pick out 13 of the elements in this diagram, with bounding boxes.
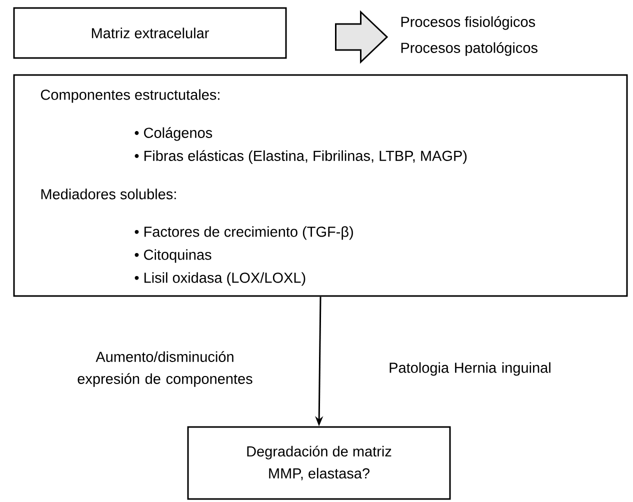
list-heading: Componentes estructutales:: [40, 89, 220, 103]
annotation-text: Aumento/disminución expresión de componentes: [78, 351, 252, 387]
text-box: Degradación de matriz MMP, elastasa?: [187, 426, 451, 500]
list-item: • Colágenos: [134, 127, 212, 141]
block-arrow: [335, 10, 388, 64]
list-item: • Citoquinas: [134, 249, 212, 263]
annotation-text: Patologia Hernia inguinal: [390, 362, 550, 376]
list-item: • Lisil oxidasa (LOX/LOXL): [134, 272, 306, 286]
list-item: • Factores de crecimiento (TGF-β): [134, 226, 353, 240]
list-heading: Mediadores solubles:: [41, 188, 176, 200]
list-item: • Fibras elásticas (Elastina, Fibrilinas, LTBP, MAGP): [134, 150, 467, 164]
text-box: Matriz extracelular: [13, 7, 287, 59]
process-text: Procesos fisiológicos Procesos patológicos: [401, 16, 538, 56]
